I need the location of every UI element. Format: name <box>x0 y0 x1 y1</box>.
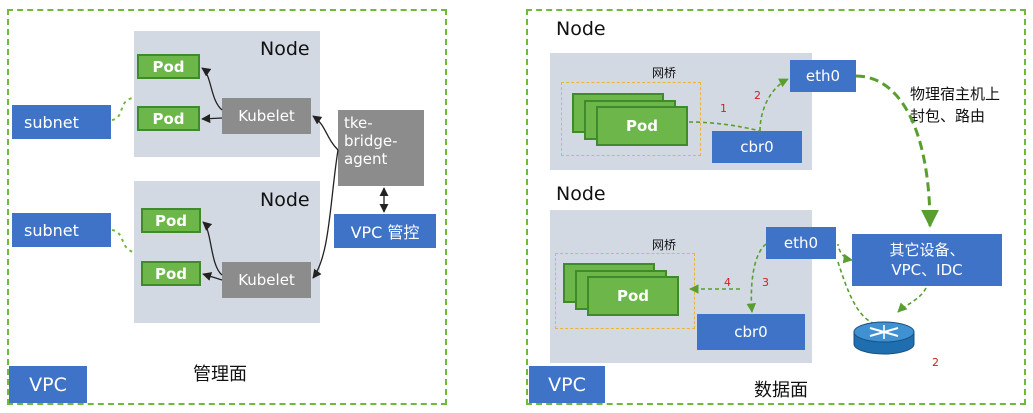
management-plane-label: 管理面 <box>193 364 247 385</box>
bridge-1-label: 网桥 <box>652 66 677 80</box>
data-plane-panel <box>526 9 1026 405</box>
vpc-control: VPC 管控 <box>334 214 436 248</box>
eth0-1: eth0 <box>790 60 856 92</box>
pod-1b: Pod <box>137 106 200 131</box>
host-note: 物理宿主机上 封包、路由 <box>910 85 1001 125</box>
subnet-2: subnet <box>12 213 111 247</box>
right-pod-1: Pod <box>596 106 688 146</box>
step-2-router: 2 <box>932 356 939 369</box>
right-node-1-label: Node <box>556 18 606 40</box>
data-plane-label: 数据面 <box>754 380 808 401</box>
step-2: 2 <box>754 89 761 102</box>
management-plane-panel <box>7 9 447 405</box>
kubelet-1: Kubelet <box>222 98 311 134</box>
right-node-2-label: Node <box>556 183 606 205</box>
left-vpc-tag: VPC <box>9 366 87 403</box>
cbr0-1: cbr0 <box>712 131 802 163</box>
node-1 <box>134 31 320 157</box>
bridge-2-label: 网桥 <box>652 238 677 252</box>
subnet-1: subnet <box>12 105 111 139</box>
bridge-1 <box>561 82 701 156</box>
pod-1a: Pod <box>137 54 200 79</box>
cbr0-2: cbr0 <box>697 314 805 350</box>
step-4: 4 <box>724 276 731 289</box>
kubelet-2: Kubelet <box>222 262 311 298</box>
other-devices: 其它设备、 VPC、IDC <box>852 234 1002 286</box>
right-pod-2: Pod <box>587 276 679 316</box>
eth0-2: eth0 <box>766 227 836 259</box>
node-2-label: Node <box>260 189 310 211</box>
step-1: 1 <box>720 102 727 115</box>
node-2 <box>134 181 320 323</box>
right-vpc-tag: VPC <box>529 366 605 403</box>
router-icon <box>853 321 915 355</box>
tke-bridge-agent: tke- bridge- agent <box>338 110 424 186</box>
pod-2a: Pod <box>141 208 201 233</box>
node-1-label: Node <box>260 38 310 60</box>
pod-2b: Pod <box>141 261 201 286</box>
step-3: 3 <box>762 276 769 289</box>
